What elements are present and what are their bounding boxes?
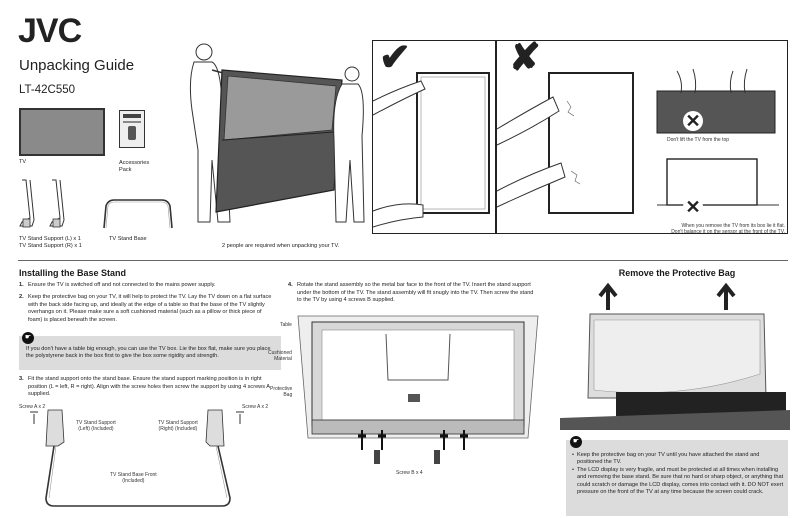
- bullet-text: Keep the protective bag on your TV until…: [576, 452, 760, 466]
- step-text: Fit the stand support onto the stand bas…: [28, 376, 270, 398]
- stand-support-right-label: TV Stand Support (R) x 1: [19, 243, 82, 249]
- step-text: Keep the protective bag on your TV, it w…: [28, 294, 272, 323]
- bullet-text: The LCD display is very fragile, and mus…: [576, 467, 784, 495]
- remove-warning-caption-1: When you remove the TV from its box lie …: [681, 223, 785, 229]
- incorrect-handling-panel: ✘ ✕ ✕ Don't lift the TV from the top Whe…: [496, 37, 788, 235]
- step-number: 4.: [288, 282, 293, 288]
- remove-bag-illustration: [560, 282, 790, 430]
- remove-bag-bullet-2: • The LCD display is very fragile, and m…: [572, 467, 784, 496]
- bullet: •: [572, 452, 574, 458]
- tv-label: TV: [19, 159, 27, 165]
- cross-icon: ✕: [683, 111, 703, 131]
- section-divider: [18, 260, 788, 261]
- install-step-3: 3. Fit the stand support onto the stand …: [19, 376, 277, 399]
- cross-icon: ✕: [683, 197, 703, 217]
- install-step-1: 1. Ensure the TV is switched off and not…: [19, 282, 277, 290]
- step-number: 1.: [19, 282, 24, 288]
- install-heading: Installing the Base Stand: [19, 268, 127, 278]
- hand-pointer-icon: ☛: [22, 332, 34, 344]
- screw-a-left-label: Screw A x 2: [19, 404, 46, 410]
- support-right-label: TV Stand Support (Right) (Included): [158, 420, 198, 433]
- accessories-pack-image: [119, 110, 145, 148]
- tv-back-stand-diagram: [297, 315, 539, 464]
- screw-b-label: Screw B x 4: [396, 470, 423, 476]
- hand-pointer-icon: ☛: [570, 436, 582, 448]
- cross-icon: ✘: [509, 37, 541, 79]
- stand-support-left-label: TV Stand Support (L) x 1: [19, 236, 81, 242]
- stand-base-label: TV Stand Base: [109, 236, 147, 242]
- lift-warning-caption: Don't lift the TV from the top: [667, 137, 730, 143]
- page-title: Unpacking Guide: [19, 57, 135, 74]
- stand-assembly-diagram: [30, 409, 244, 507]
- install-step-4: 4. Rotate the stand assembly so the meta…: [288, 282, 538, 305]
- cushioned-material-label: Cushioned Material: [268, 350, 292, 363]
- base-front-label: TV Stand Base Front (Included): [110, 472, 157, 485]
- correct-handling-panel: ✔: [372, 37, 496, 234]
- remove-bag-note-box: [566, 440, 788, 516]
- install-step-2: 2. Keep the protective bag on your TV, i…: [19, 294, 277, 324]
- step-text: Rotate the stand assembly so the metal b…: [297, 282, 534, 304]
- two-people-carrying-tv-illustration: [189, 43, 365, 223]
- accessories-label: Accessories Pack: [119, 160, 150, 174]
- step-text: Ensure the TV is switched off and not co…: [28, 282, 216, 288]
- people-required-note: 2 people are required when unpacking you…: [222, 243, 340, 249]
- step-number: 3.: [19, 376, 24, 382]
- tv-image: [19, 108, 105, 156]
- install-note-text: If you don't have a table big enough, yo…: [26, 346, 271, 360]
- model-number: LT-42C550: [19, 84, 76, 96]
- support-left-label: TV Stand Support (Left) (Included): [76, 420, 116, 433]
- remove-bag-heading: Remove the Protective Bag: [618, 268, 736, 278]
- checkmark-icon: ✔: [379, 37, 411, 79]
- brand-logo: JVC: [18, 12, 82, 50]
- protective-bag-label: Protective Bag: [270, 386, 293, 399]
- remove-bag-bullet-1: • Keep the protective bag on your TV unt…: [572, 452, 784, 467]
- step-number: 2.: [19, 294, 24, 300]
- stand-base-drawing: [103, 199, 173, 229]
- table-label: Table: [280, 322, 292, 328]
- install-note-box: [19, 336, 281, 370]
- screw-a-right-label: Screw A x 2: [242, 404, 269, 410]
- stand-supports-drawing: [19, 179, 65, 228]
- bullet: •: [572, 467, 574, 473]
- remove-warning-caption-2: Don't balance it on the sensor at the fr…: [671, 229, 785, 235]
